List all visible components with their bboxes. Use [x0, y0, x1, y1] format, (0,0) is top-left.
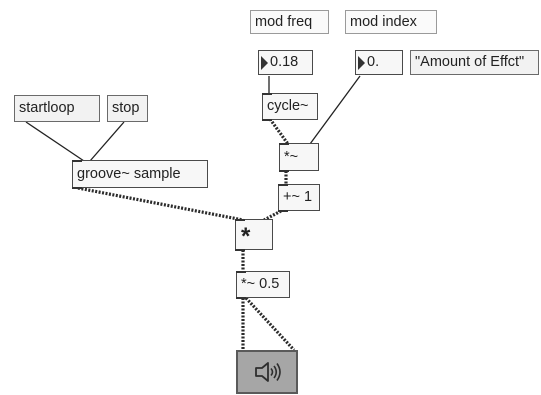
mod-index-number[interactable]: 0. — [355, 50, 403, 75]
cord-stop-to-groove[interactable] — [89, 121, 125, 162]
plus-one-object[interactable]: +~ 1 — [277, 183, 320, 212]
cord-index-to-mult[interactable] — [309, 75, 361, 145]
mod-freq-value: 0.18 — [270, 54, 299, 71]
mult-signal-object[interactable]: *~ — [278, 142, 319, 172]
mod-index-comment: mod index — [345, 10, 437, 34]
speaker-icon — [255, 362, 281, 382]
mod-index-value: 0. — [367, 54, 380, 71]
stop-message[interactable]: stop — [107, 95, 148, 122]
mod-freq-comment: mod freq — [250, 10, 329, 34]
amount-message-box[interactable]: "Amount of Effct" — [410, 50, 539, 75]
cycle-object[interactable]: cycle~ — [261, 92, 318, 121]
cord-half-to-dac-right[interactable] — [244, 296, 296, 352]
mult-half-object[interactable]: *~ 0.5 — [235, 270, 290, 299]
startloop-message[interactable]: startloop — [14, 95, 100, 122]
cord-startloop-to-groove[interactable] — [25, 121, 85, 162]
dac-output[interactable] — [236, 350, 298, 394]
big-mult-object[interactable]: * — [234, 218, 273, 251]
number-triangle-icon — [261, 55, 268, 70]
mod-freq-number[interactable]: 0.18 — [258, 50, 313, 75]
groove-object[interactable]: groove~ sample — [71, 159, 208, 189]
cord-groove-to-bigmult[interactable] — [77, 186, 244, 222]
cord-cycle-to-mult[interactable] — [268, 118, 290, 145]
number-triangle-icon — [358, 55, 365, 70]
